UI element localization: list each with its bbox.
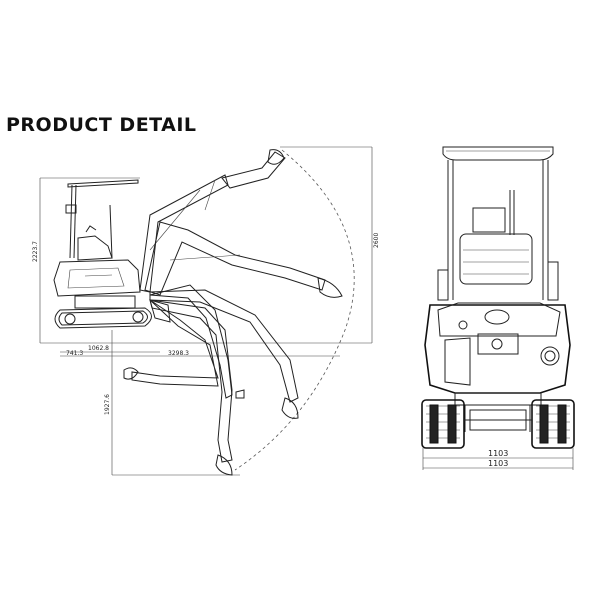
dim-3298: 3298.3 — [168, 350, 189, 357]
left-track — [421, 399, 465, 449]
dim-track-width-1: 1103 — [488, 449, 508, 458]
dim-741: 741.3 — [66, 350, 83, 357]
dim-dig-depth: 1927.6 — [104, 394, 111, 415]
dim-track-width-2: 1103 — [488, 459, 508, 468]
dim-max-reach-height: 2600 — [373, 233, 380, 248]
right-track — [531, 399, 575, 449]
side-view: 2223.7 2600 1927.6 1062.8 741.3 3298.3 — [32, 146, 380, 476]
dim-overall-height: 2223.7 — [32, 241, 39, 262]
page-title: PRODUCT DETAIL — [6, 114, 197, 136]
dim-1062: 1062.8 — [88, 345, 109, 352]
front-view: 1103 1103 — [421, 146, 575, 470]
